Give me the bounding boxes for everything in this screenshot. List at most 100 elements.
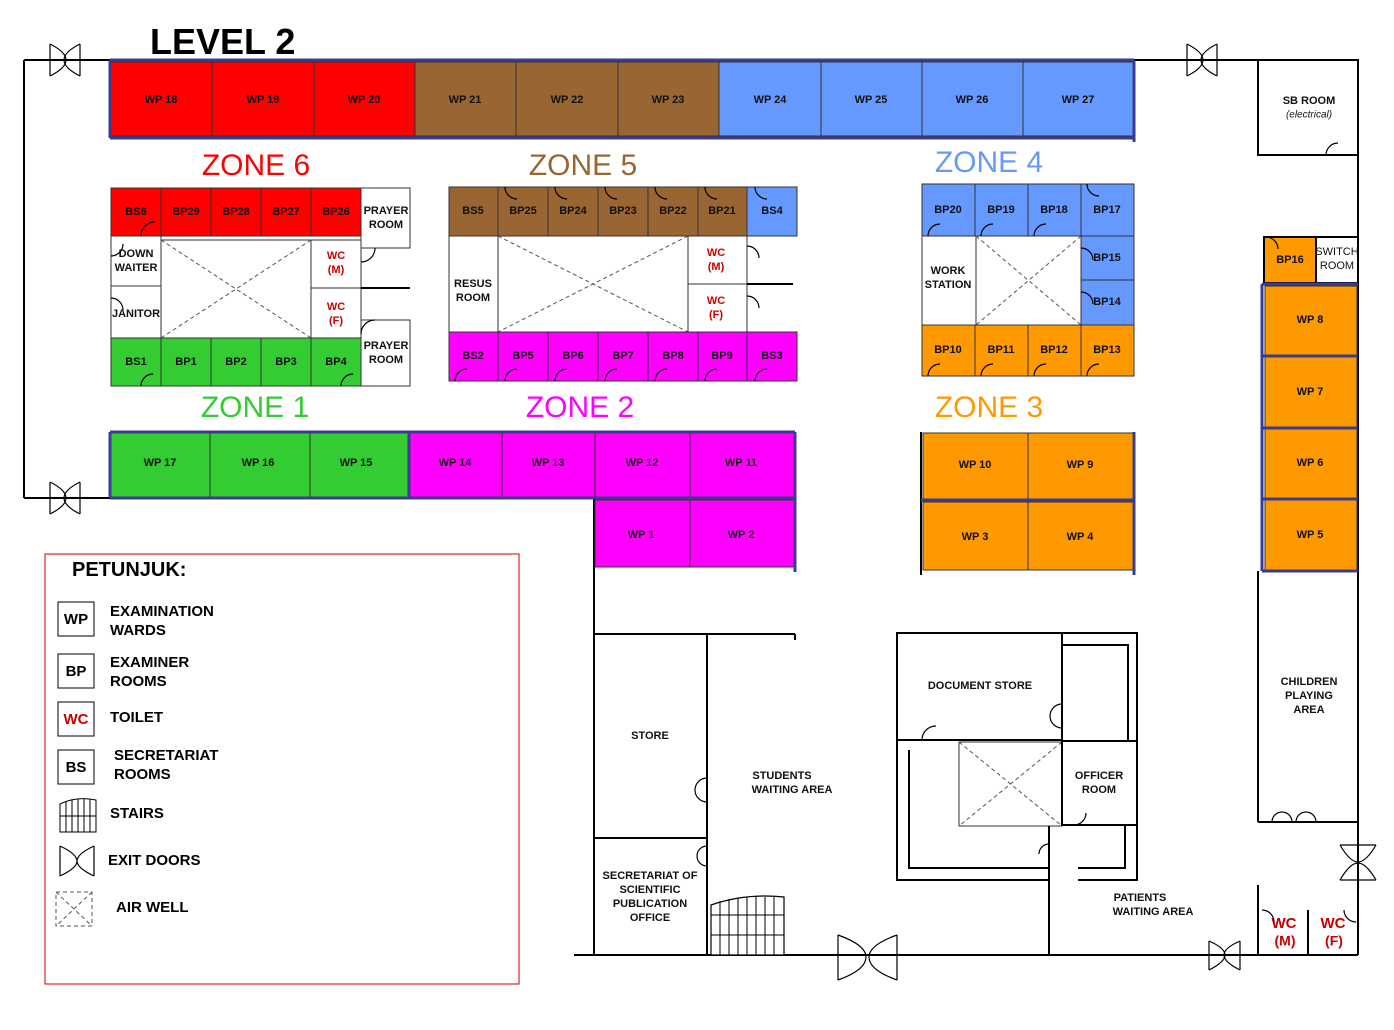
legend-stairs-icon <box>59 798 97 833</box>
zone5-block: BS5 BP25 BP24 BP23 BP22 BP21 BS4 RESUS R… <box>448 186 798 382</box>
room-bp21[interactable] <box>697 186 748 237</box>
label-bp6: BP6 <box>562 350 583 362</box>
room-sb[interactable] <box>1257 59 1359 156</box>
exit-door-top-left[interactable] <box>49 43 81 77</box>
label-patients-1: PATIENTS <box>1114 892 1167 904</box>
room-bp29[interactable] <box>160 187 212 237</box>
room-bp4[interactable] <box>310 337 362 387</box>
room-bp26[interactable] <box>310 187 362 237</box>
room-wc-f-zone5[interactable] <box>687 283 748 333</box>
label-wp6: WP 6 <box>1297 457 1324 469</box>
ward-wp26[interactable] <box>921 61 1024 137</box>
label-bp25: BP25 <box>509 205 537 217</box>
label-bp21: BP21 <box>708 205 736 217</box>
exit-door-right[interactable] <box>1339 844 1377 881</box>
room-bp25[interactable] <box>497 186 549 237</box>
ward-wp11[interactable] <box>689 432 795 498</box>
room-bs6[interactable] <box>110 187 162 237</box>
room-bs4[interactable] <box>746 186 798 237</box>
ward-wp23[interactable] <box>617 61 720 137</box>
label-children-3: AREA <box>1293 704 1324 716</box>
room-bp3[interactable] <box>260 337 312 387</box>
room-prayer-top[interactable] <box>360 187 411 249</box>
room-bs5[interactable] <box>448 186 499 237</box>
ward-wp17[interactable] <box>110 432 211 498</box>
label-prayer-bottom-1: PRAYER <box>364 340 409 352</box>
room-janitor[interactable] <box>110 285 162 339</box>
label-children-2: PLAYING <box>1285 690 1333 702</box>
room-bp15[interactable] <box>1080 235 1135 281</box>
room-wc-m-zone6[interactable] <box>310 239 362 289</box>
room-down-waiter[interactable] <box>110 235 162 287</box>
label-wp18: WP 18 <box>145 94 178 106</box>
ward-wp21[interactable] <box>414 61 517 137</box>
label-wp5: WP 5 <box>1297 529 1324 541</box>
label-bp9: BP9 <box>711 350 732 362</box>
label-bp19: BP19 <box>987 204 1015 216</box>
ward-wp1[interactable] <box>594 499 691 568</box>
label-wp12: WP 12 <box>626 457 659 469</box>
label-bp13: BP13 <box>1093 344 1121 356</box>
legend-stairs: STAIRS <box>110 805 164 822</box>
room-bp19[interactable] <box>974 183 1029 237</box>
room-prayer-bottom[interactable] <box>360 319 411 387</box>
label-work-2: STATION <box>925 279 972 291</box>
exit-door-bottom-right[interactable] <box>1208 940 1241 971</box>
zone6-block: BS6 BP29 BP28 BP27 BP26 PRAYER ROOM DOWN… <box>110 187 411 387</box>
ward-wp20[interactable] <box>313 61 416 137</box>
ward-wp3[interactable] <box>922 501 1029 571</box>
ward-wp8[interactable] <box>1264 285 1358 356</box>
label-doc-store: DOCUMENT STORE <box>928 680 1032 692</box>
room-switch[interactable] <box>1315 236 1359 284</box>
room-bp6[interactable] <box>547 331 599 382</box>
room-bs2[interactable] <box>448 331 499 382</box>
label-wp1: WP 1 <box>628 529 655 541</box>
room-wc-f-zone6[interactable] <box>310 287 362 339</box>
ward-wp7[interactable] <box>1264 356 1358 428</box>
label-bp2: BP2 <box>225 356 246 368</box>
room-bp28[interactable] <box>210 187 262 237</box>
exit-door-bottom[interactable] <box>837 934 898 981</box>
exit-door-top-right[interactable] <box>1186 43 1218 77</box>
label-bs4: BS4 <box>761 205 783 217</box>
label-bp18: BP18 <box>1040 204 1068 216</box>
room-bs3[interactable] <box>746 331 798 382</box>
zone4-block: BP20 BP19 BP18 BP17 WORK STATION BP15 BP… <box>921 183 1135 377</box>
exit-door-left[interactable] <box>49 481 81 515</box>
label-bp29: BP29 <box>172 206 200 218</box>
room-bp20[interactable] <box>921 183 976 237</box>
room-bp2[interactable] <box>210 337 262 387</box>
room-bp7[interactable] <box>597 331 649 382</box>
legend-wp-2: WARDS <box>110 622 166 639</box>
room-resus[interactable] <box>448 235 499 333</box>
label-wp26: WP 26 <box>956 94 989 106</box>
room-bp1[interactable] <box>160 337 212 387</box>
label-prayer-top-1: PRAYER <box>364 205 409 217</box>
room-bp8[interactable] <box>647 331 699 382</box>
label-prayer-bottom-2: ROOM <box>369 354 403 366</box>
label-wc-f-z6: WC <box>327 301 345 313</box>
label-wp16: WP 16 <box>242 457 275 469</box>
legend-bs-2: ROOMS <box>114 766 171 783</box>
level-title: LEVEL 2 <box>150 21 295 62</box>
ward-wp10[interactable] <box>922 432 1029 501</box>
ward-wp19[interactable] <box>211 61 315 137</box>
legend-bs-code: BS <box>66 759 87 776</box>
legend-title: PETUNJUK: <box>72 559 186 581</box>
label-sec-2: SCIENTIFIC <box>619 884 680 896</box>
room-bp23[interactable] <box>597 186 649 237</box>
ward-wp2[interactable] <box>689 499 795 568</box>
room-bp17[interactable] <box>1080 183 1135 237</box>
room-bp13[interactable] <box>1080 324 1135 377</box>
room-wc-m-zone5[interactable] <box>687 235 748 285</box>
label-wc-m-right-sub: (M) <box>1275 933 1296 949</box>
label-wp20: WP 20 <box>348 94 381 106</box>
ward-wp5[interactable] <box>1264 499 1358 571</box>
label-bp17: BP17 <box>1093 204 1121 216</box>
ward-wp22[interactable] <box>515 61 619 137</box>
room-bp27[interactable] <box>260 187 312 237</box>
ward-wp15[interactable] <box>309 432 410 498</box>
legend-box <box>44 553 520 985</box>
label-sec-4: OFFICE <box>630 912 670 924</box>
label-switch-1: SWITCH <box>1315 246 1358 258</box>
